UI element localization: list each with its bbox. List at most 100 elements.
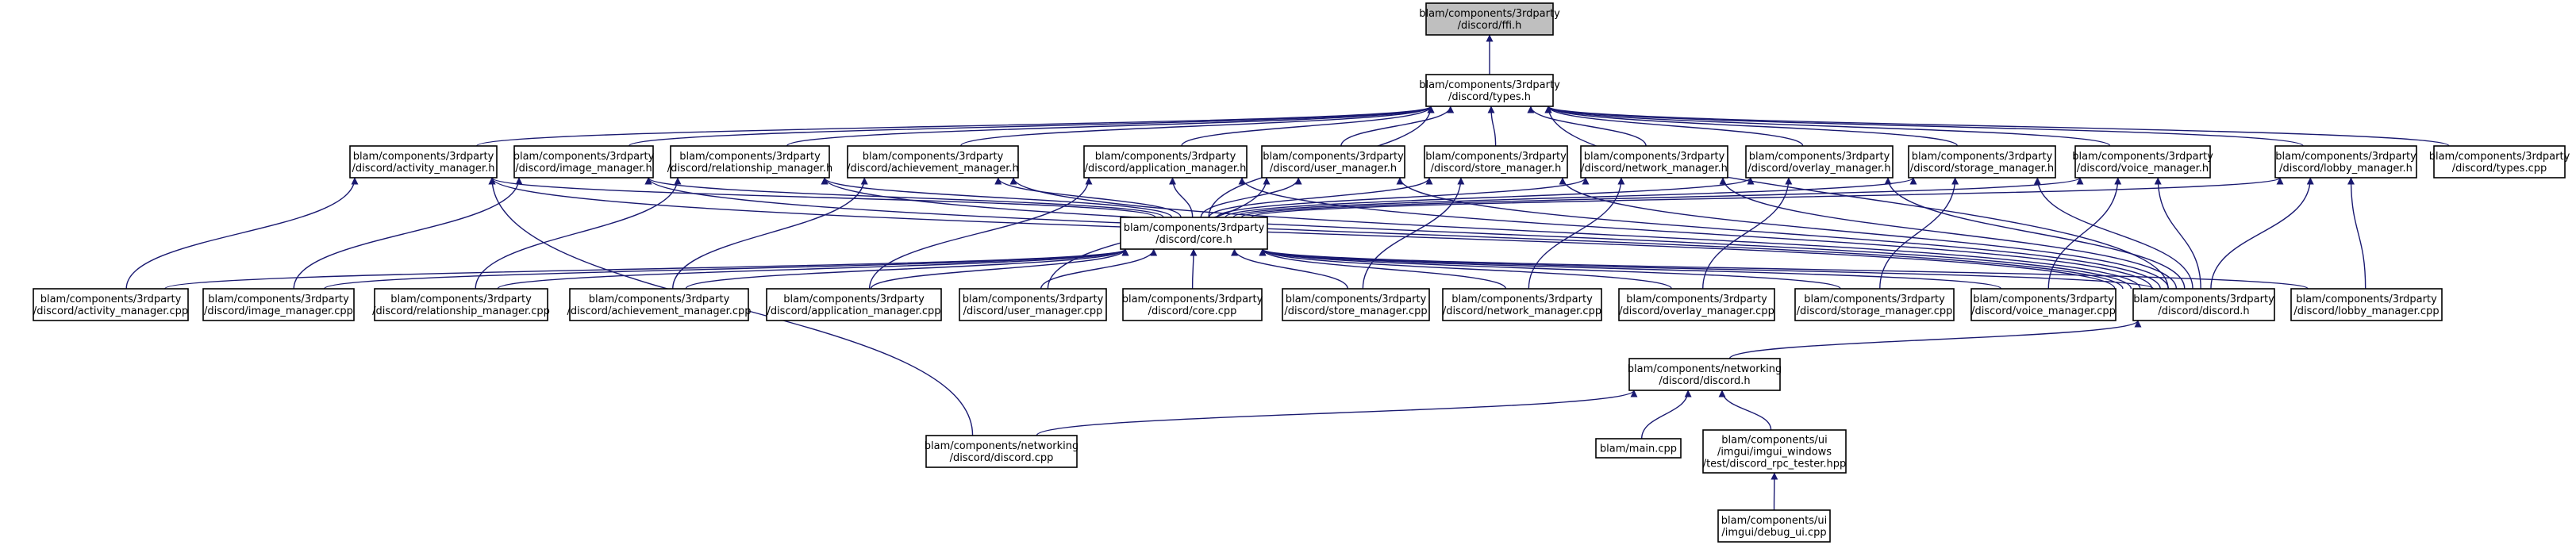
graph-node-core-cpp[interactable]: blam/components/3rdparty/discord/core.cp… — [1122, 288, 1263, 321]
graph-node-store-cpp[interactable]: blam/components/3rdparty/discord/store_m… — [1282, 288, 1430, 321]
edge-lobby-cpp-to-core-h — [1259, 248, 2309, 290]
node-box — [513, 145, 654, 179]
edge-discord-h-to-store-h — [1559, 177, 2170, 290]
graph-node-lobby-h[interactable]: blam/components/3rdparty/discord/lobby_m… — [2274, 145, 2417, 179]
node-label: blam/components/3rdparty — [1451, 294, 1593, 305]
graph-node-store-h[interactable]: blam/components/3rdparty/discord/store_m… — [1424, 145, 1568, 179]
node-box — [1717, 509, 1831, 543]
node-box — [1282, 288, 1430, 321]
node-label: /discord/store_manager.h — [1431, 163, 1562, 175]
graph-node-app-cpp[interactable]: blam/components/3rdparty/discord/applica… — [766, 288, 942, 321]
node-box — [670, 145, 830, 179]
node-box — [2290, 288, 2443, 321]
node-label: /discord/voice_manager.h — [2077, 163, 2209, 175]
graph-node-net-discord-h[interactable]: blam/components/networking/discord/disco… — [1628, 358, 1782, 391]
graph-node-rpc-tester[interactable]: blam/components/ui/imgui/imgui_windows/t… — [1702, 429, 1847, 474]
edge-core-h-to-overlay-h — [1225, 177, 1755, 218]
node-label: /test/discord_rpc_tester.hpp — [1703, 459, 1847, 470]
node-box — [925, 435, 1078, 468]
graph-node-overlay-cpp[interactable]: blam/components/3rdparty/discord/overlay… — [1618, 288, 1775, 321]
node-box — [1425, 74, 1554, 107]
node-label: blam/components/3rdparty — [1122, 294, 1263, 305]
graph-node-voice-h[interactable]: blam/components/3rdparty/discord/voice_m… — [2072, 145, 2213, 179]
edge-net-discord-cpp-to-net-discord-h — [1036, 390, 1638, 436]
graph-node-rel-cpp[interactable]: blam/components/3rdparty/discord/relatio… — [372, 288, 550, 321]
graph-node-ffi[interactable]: blam/components/3rdparty/discord/ffi.h — [1419, 2, 1560, 36]
edge-discord-h-to-rel-h — [821, 177, 2132, 290]
edge-core-h-to-lobby-h — [1251, 177, 2284, 218]
graph-node-app-h[interactable]: blam/components/3rdparty/discord/applica… — [1083, 145, 1248, 179]
edge-net-cpp-to-core-h — [1259, 248, 1507, 290]
node-label: blam/components/3rdparty — [1095, 151, 1236, 163]
node-label: blam/components/3rdparty — [1263, 151, 1404, 163]
edge-overlay-h-to-types — [1544, 106, 1804, 147]
node-box — [1425, 2, 1554, 36]
node-label: /discord/store_manager.cpp — [1284, 305, 1427, 317]
edge-image-h-to-types — [628, 106, 1435, 147]
graph-node-image-h[interactable]: blam/components/3rdparty/discord/image_m… — [513, 145, 655, 179]
node-box — [1120, 217, 1268, 250]
node-box — [1122, 288, 1263, 321]
node-label: /discord/discord.cpp — [950, 452, 1054, 464]
edge-image-cpp-to-image-h — [293, 177, 523, 290]
node-box — [1618, 288, 1775, 321]
node-box — [1908, 145, 2056, 179]
node-label: /discord/types.h — [1448, 91, 1531, 103]
edge-discord-h-to-lobby-h — [2210, 177, 2314, 290]
node-box — [2132, 288, 2275, 321]
graph-node-discord-h[interactable]: blam/components/3rdparty/discord/discord… — [2132, 288, 2275, 321]
graph-node-storage-cpp[interactable]: blam/components/3rdparty/discord/storage… — [1794, 288, 1955, 321]
graph-node-activity-cpp[interactable]: blam/components/3rdparty/discord/activit… — [33, 288, 189, 321]
edge-storage-h-to-types — [1544, 106, 1959, 147]
edge-ach-cpp-to-ach-h — [672, 177, 868, 290]
graph-node-types-cpp[interactable]: blam/components/3rdparty/discord/types.c… — [2429, 145, 2570, 179]
node-label: blam/components/3rdparty — [2429, 151, 2570, 163]
node-box — [1083, 145, 1248, 179]
graph-node-net-h[interactable]: blam/components/3rdparty/discord/network… — [1580, 145, 1728, 179]
graph-node-ach-h[interactable]: blam/components/3rdparty/discord/achieve… — [847, 145, 1019, 179]
edge-voice-h-to-types — [1544, 106, 2111, 147]
graph-node-voice-cpp[interactable]: blam/components/3rdparty/discord/voice_m… — [1970, 288, 2117, 321]
node-label: blam/components/3rdparty — [2072, 151, 2213, 163]
node-label: blam/components/3rdparty — [1419, 79, 1560, 91]
edge-discord-h-to-user-h — [1396, 177, 2161, 290]
node-label: /discord/overlay_manager.h — [1747, 163, 1890, 175]
graph-node-core-h[interactable]: blam/components/3rdparty/discord/core.h — [1120, 217, 1268, 250]
graph-node-activity-h[interactable]: blam/components/3rdparty/discord/activit… — [349, 145, 498, 179]
edge-discord-h-to-overlay-h — [1884, 177, 2186, 290]
edge-core-h-to-rel-h — [821, 177, 1173, 218]
graph-node-overlay-h[interactable]: blam/components/3rdparty/discord/overlay… — [1745, 145, 1894, 179]
node-box — [1442, 288, 1602, 321]
edge-lobby-h-to-types — [1544, 106, 2304, 147]
graph-node-image-cpp[interactable]: blam/components/3rdparty/discord/image_m… — [202, 288, 355, 321]
node-label: /discord/relationship_manager.h — [667, 163, 832, 175]
node-label: blam/components/3rdparty — [783, 294, 925, 305]
graph-node-lobby-cpp[interactable]: blam/components/3rdparty/discord/lobby_m… — [2290, 288, 2443, 321]
graph-node-main-cpp[interactable]: blam/main.cpp — [1595, 438, 1682, 459]
node-box — [2074, 145, 2211, 179]
node-label: blam/components/networking — [925, 440, 1078, 452]
graph-node-types[interactable]: blam/components/3rdparty/discord/types.h — [1419, 74, 1560, 107]
edge-main-cpp-to-net-discord-h — [1640, 390, 1692, 440]
graph-node-net-cpp[interactable]: blam/components/3rdparty/discord/network… — [1442, 288, 1602, 321]
graph-node-user-cpp[interactable]: blam/components/3rdparty/discord/user_ma… — [959, 288, 1107, 321]
graph-node-debug-ui[interactable]: blam/components/ui/imgui/debug_ui.cpp — [1717, 509, 1831, 543]
edge-core-h-to-ach-h — [994, 177, 1182, 218]
node-label: /discord/network_manager.cpp — [1443, 305, 1601, 317]
graph-node-net-discord-cpp[interactable]: blam/components/networking/discord/disco… — [925, 435, 1078, 468]
graph-node-storage-h[interactable]: blam/components/3rdparty/discord/storage… — [1908, 145, 2056, 179]
edge-activity-h-to-types — [475, 106, 1435, 147]
graph-node-rel-h[interactable]: blam/components/3rdparty/discord/relatio… — [667, 145, 832, 179]
node-label: blam/components/networking — [1628, 363, 1782, 375]
node-box — [1745, 145, 1894, 179]
node-label: blam/components/3rdparty — [1419, 8, 1560, 20]
node-label: /discord/lobby_manager.cpp — [2293, 305, 2439, 317]
node-label: /discord/storage_manager.cpp — [1797, 305, 1953, 317]
node-label: blam/components/3rdparty — [208, 294, 349, 305]
graph-node-ach-cpp[interactable]: blam/components/3rdparty/discord/achieve… — [567, 288, 752, 321]
node-label: blam/components/3rdparty — [1286, 294, 1427, 305]
edge-discord-h-to-activity-h — [488, 177, 2116, 290]
node-label: blam/components/3rdparty — [1124, 222, 1265, 234]
graph-node-user-h[interactable]: blam/components/3rdparty/discord/user_ma… — [1261, 145, 1405, 179]
node-box — [959, 288, 1107, 321]
